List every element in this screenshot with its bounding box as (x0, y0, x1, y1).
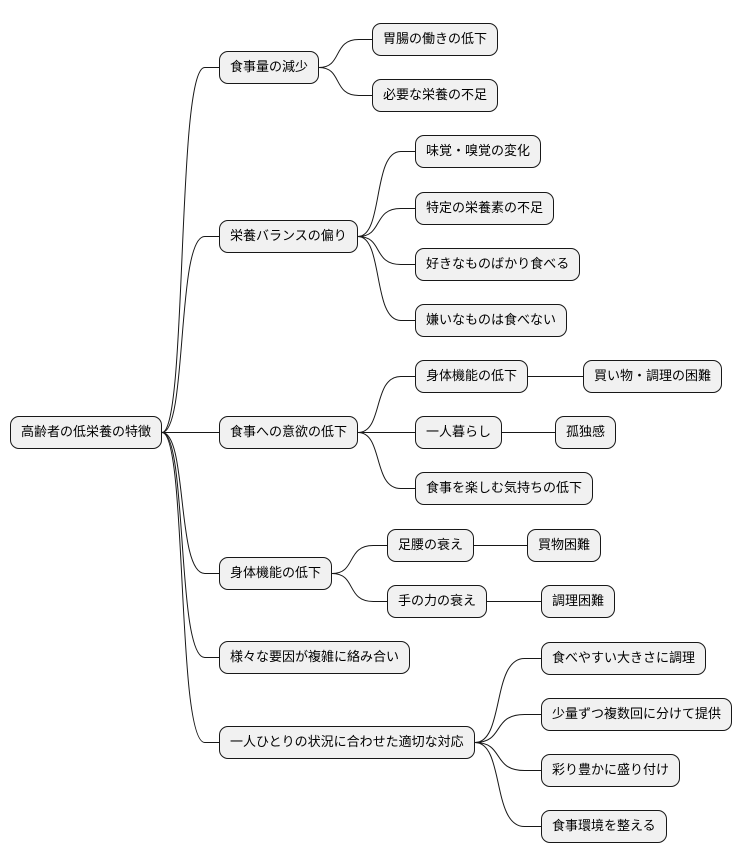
connector-line (474, 742, 541, 771)
connector-line (161, 67, 219, 433)
leaf-node: 胃腸の働きの低下 (372, 23, 499, 56)
branch-node-physical-function-decline: 身体機能の低下 (219, 557, 333, 590)
branch-node-individual-response: 一人ひとりの状況に合わせた適切な対応 (219, 726, 475, 759)
leaf-node: 必要な栄養の不足 (372, 79, 499, 112)
leaf-node: 買物困難 (527, 529, 602, 562)
connector-line (318, 67, 372, 96)
branch-node-appetite-decrease: 食事への意欲の低下 (219, 416, 359, 449)
connector-line (357, 236, 415, 321)
leaf-node: 食事環境を整える (541, 810, 667, 843)
sub-branch-node: 手の力の衰え (387, 585, 488, 618)
leaf-node: 食べやすい大きさに調理 (541, 642, 707, 675)
connector-line (161, 432, 219, 658)
root-node: 高齢者の低栄養の特徴 (10, 416, 163, 449)
leaf-node: 好きなものばかり食べる (415, 248, 581, 281)
leaf-node: 買い物・調理の困難 (583, 360, 723, 393)
connector-line (357, 376, 415, 433)
leaf-node: 調理困難 (541, 585, 616, 618)
sub-branch-node: 足腰の衰え (387, 529, 475, 562)
connector-line (331, 573, 387, 602)
connector-line (161, 236, 219, 433)
connector-line (161, 432, 219, 574)
connector-line (357, 208, 415, 237)
leaf-node: 味覚・嗅覚の変化 (415, 135, 542, 168)
branch-node-food-intake-decrease: 食事量の減少 (219, 51, 320, 84)
sub-branch-node: 身体機能の低下 (415, 360, 529, 393)
leaf-node: 彩り豊かに盛り付け (541, 754, 681, 787)
branch-node-nutrition-imbalance: 栄養バランスの偏り (219, 220, 358, 253)
branch-node-complex-factors: 様々な要因が複雑に絡み合い (219, 641, 411, 674)
connector-line (161, 432, 219, 743)
leaf-node: 少量ずつ複数回に分けて提供 (541, 698, 733, 731)
connector-line (357, 151, 415, 237)
connector-line (357, 236, 415, 265)
leaf-node: 特定の栄養素の不足 (415, 192, 555, 225)
sub-branch-node: 一人暮らし (415, 416, 503, 449)
leaf-node: 食事を楽しむ気持ちの低下 (415, 472, 594, 505)
connector-line (474, 658, 541, 743)
connector-line (474, 742, 541, 827)
leaf-node: 孤独感 (555, 416, 617, 449)
connector-line (331, 545, 387, 574)
connector-line (318, 39, 372, 68)
leaf-node: 嫌いなものは食べない (415, 304, 568, 337)
connector-line (474, 714, 541, 743)
connector-line (357, 432, 415, 489)
